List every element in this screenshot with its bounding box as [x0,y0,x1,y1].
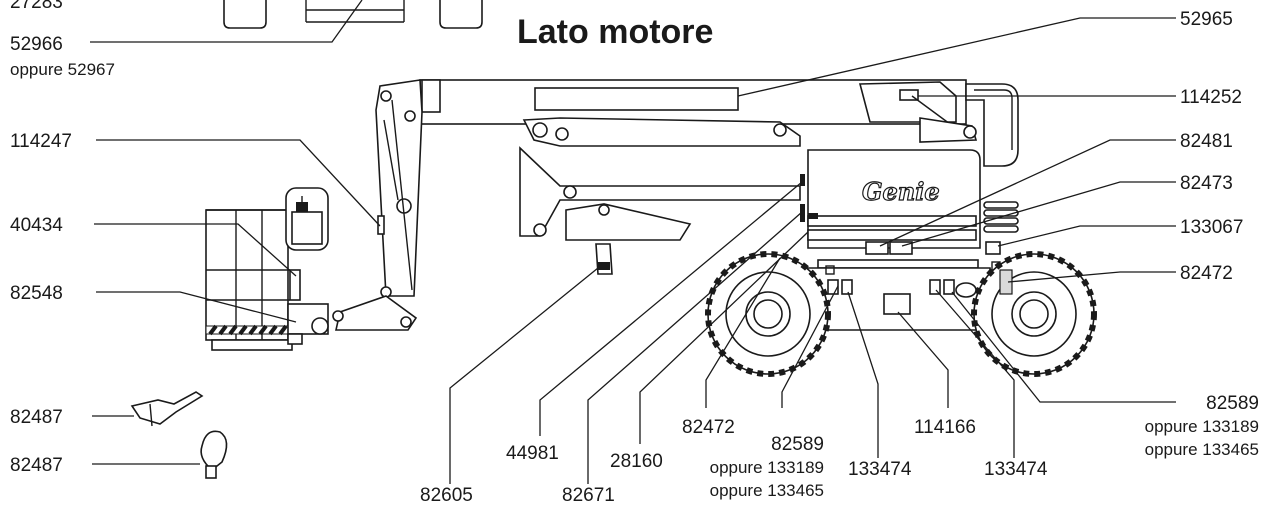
callout-82589-bottom-alt1: oppure 133189 [710,458,824,477]
callout-114166: 114166 [914,417,976,438]
decal-82589-left [841,279,853,295]
right-wheel [971,251,1097,377]
callout-labels: 27283 52966 oppure 52967 52965 114252 11… [10,0,1259,506]
callout-82473: 82473 [1180,173,1233,194]
platform-decal-pieces [223,0,483,29]
callout-82589-right: 82589 [1206,393,1259,414]
decal-133474-right [929,279,941,295]
platform-basket [205,187,329,351]
callout-82472-right: 82472 [1180,263,1233,284]
callout-52966-alt: oppure 52967 [10,60,115,79]
decal-44981 [800,174,805,186]
leader-lines [90,0,1176,484]
callout-44981: 44981 [506,443,559,464]
callout-28160: 28160 [610,451,663,472]
jib-decal-114247 [377,215,385,235]
callout-114247: 114247 [10,131,72,152]
callout-82589-bottom: 82589 [771,434,824,455]
boom-lift-illustration: Genie [130,79,1097,479]
callout-82589-right-alt2: oppure 133465 [1145,440,1259,459]
decal-114166 [883,293,911,315]
callout-82487-b: 82487 [10,455,63,476]
genie-logo: Genie [862,177,940,206]
callout-133474-a: 133474 [848,459,912,480]
callout-40434: 40434 [10,215,63,236]
callout-82671: 82671 [562,485,615,506]
callout-133474-b: 133474 [984,459,1048,480]
callout-82481: 82481 [1180,131,1233,152]
loose-decal-parts [130,391,228,479]
callout-82589-bottom-alt2: oppure 133465 [710,481,824,500]
decal-133067 [985,241,1001,255]
left-wheel [705,251,831,377]
decal-82589-right [943,279,955,295]
diagram-title: Lato motore [517,13,713,51]
decal-82671 [800,204,805,222]
callout-133067: 133067 [1180,217,1243,238]
callout-82487-a: 82487 [10,407,63,428]
callout-82589-right-alt1: oppure 133189 [1145,417,1259,436]
callout-82472-bottom: 82472 [682,417,735,438]
callout-82548: 82548 [10,283,63,304]
callout-114252: 114252 [1180,87,1242,108]
callout-52965: 52965 [1180,9,1233,30]
callout-27283: 27283 [10,0,63,13]
callout-52966: 52966 [10,34,63,55]
callout-82605: 82605 [420,485,473,506]
decal-133474-left [827,279,839,295]
boom-decal-52965 [534,87,739,111]
